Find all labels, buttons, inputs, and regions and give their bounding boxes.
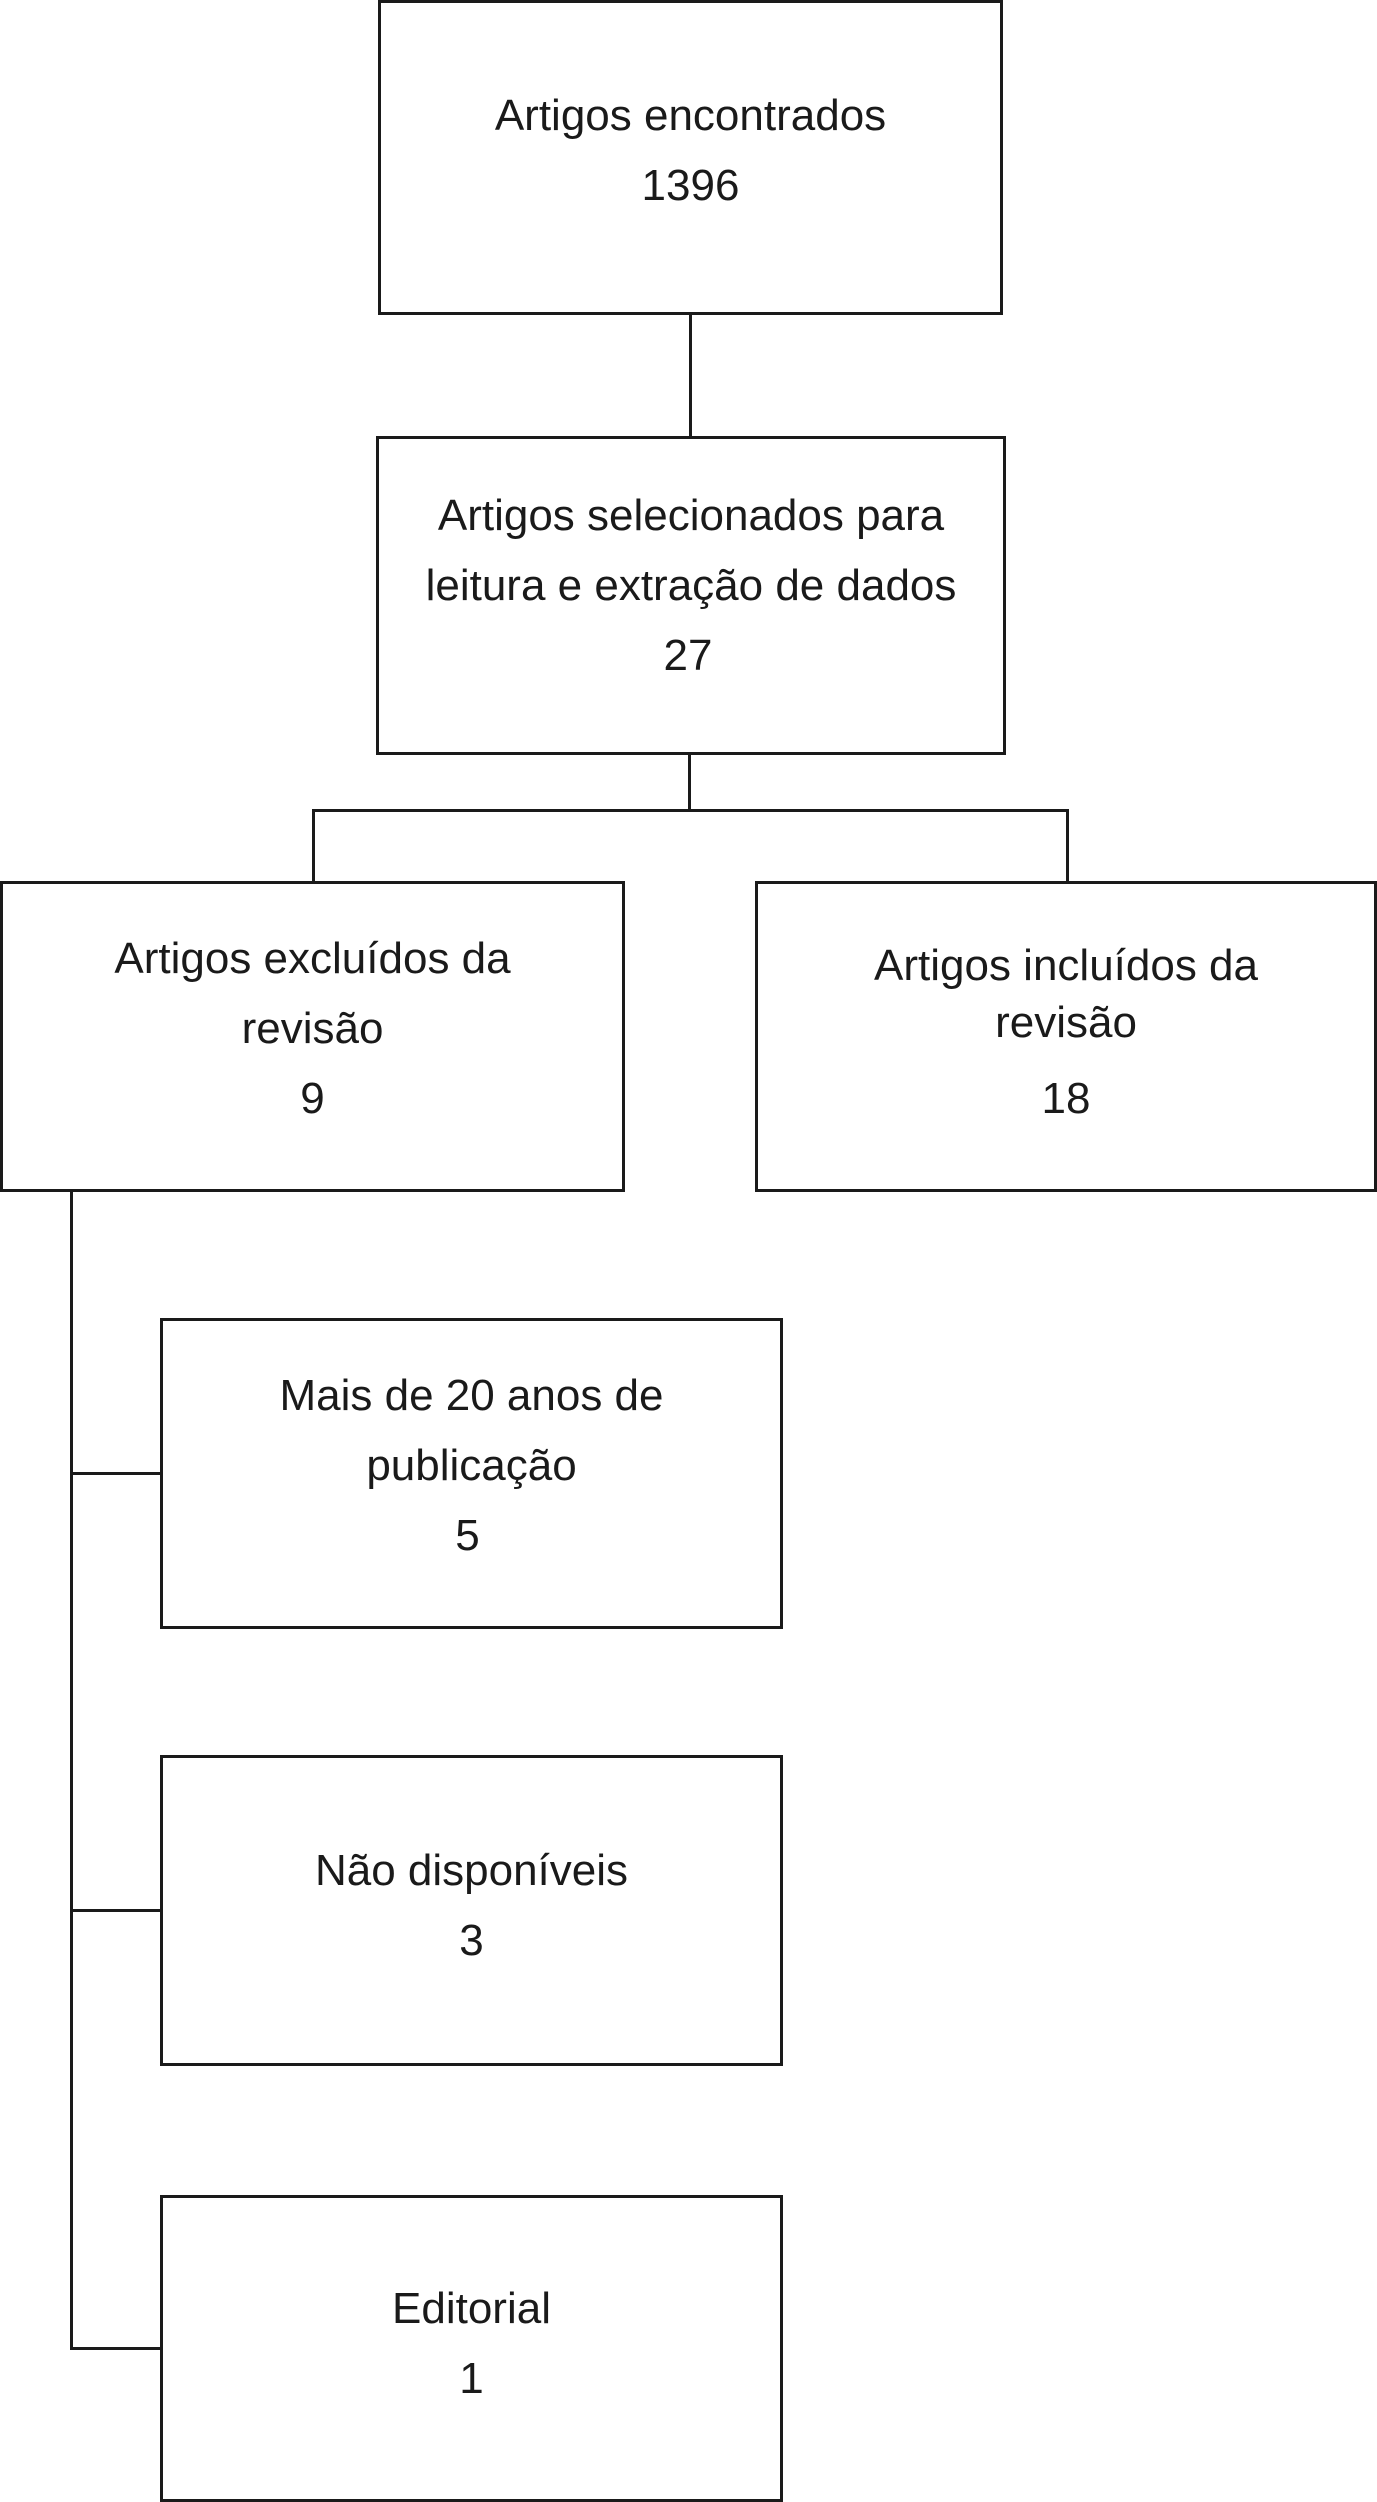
connector-to-reason-3 <box>70 2347 162 2350</box>
excluded-articles-label-line1: Artigos excluídos da <box>114 934 511 983</box>
included-articles-count: 18 <box>1041 1074 1091 1123</box>
connector-to-excluded <box>312 809 315 883</box>
connector-to-included <box>1066 809 1069 883</box>
connector-to-reason-1 <box>70 1472 162 1475</box>
exclusion-reason-count: 1 <box>459 2354 484 2403</box>
found-articles-count: 1396 <box>641 161 740 210</box>
connector-found-to-selected <box>689 313 692 437</box>
connector-selected-down <box>688 753 691 811</box>
excluded-articles-label-line2: revisão <box>241 1004 384 1053</box>
connector-split-horizontal <box>312 809 1069 812</box>
exclusion-reason-box: Não disponíveis 3 <box>160 1755 783 2066</box>
selected-articles-label-line1: Artigos selecionados para <box>437 491 945 540</box>
exclusion-reason-box: Editorial 1 <box>160 2195 783 2502</box>
included-articles-label-line2: revisão <box>995 998 1137 1047</box>
exclusion-reason-box: Mais de 20 anos de publicação 5 <box>160 1318 783 1629</box>
connector-to-reason-2 <box>70 1909 162 1912</box>
selected-articles-label-line2: leitura e extração de dados <box>425 561 957 610</box>
excluded-articles-box: Artigos excluídos da revisão 9 <box>0 881 625 1192</box>
excluded-articles-count: 9 <box>300 1074 325 1123</box>
found-articles-box: Artigos encontrados 1396 <box>378 0 1003 315</box>
exclusion-reason-label-line1: Editorial <box>392 2284 551 2333</box>
connector-excluded-spine <box>70 1189 73 2350</box>
included-articles-box: Artigos incluídos da revisão 18 <box>755 881 1377 1192</box>
found-articles-label: Artigos encontrados <box>494 91 887 140</box>
exclusion-reason-count: 5 <box>455 1511 480 1560</box>
exclusion-reason-label-line1: Não disponíveis <box>314 1846 629 1895</box>
selected-articles-box: Artigos selecionados para leitura e extr… <box>376 436 1006 755</box>
exclusion-reason-count: 3 <box>459 1916 484 1965</box>
selected-articles-count: 27 <box>663 631 713 680</box>
exclusion-reason-label-line2: publicação <box>366 1441 577 1490</box>
exclusion-reason-label-line1: Mais de 20 anos de <box>279 1371 664 1420</box>
included-articles-label-line1: Artigos incluídos da <box>874 941 1258 990</box>
